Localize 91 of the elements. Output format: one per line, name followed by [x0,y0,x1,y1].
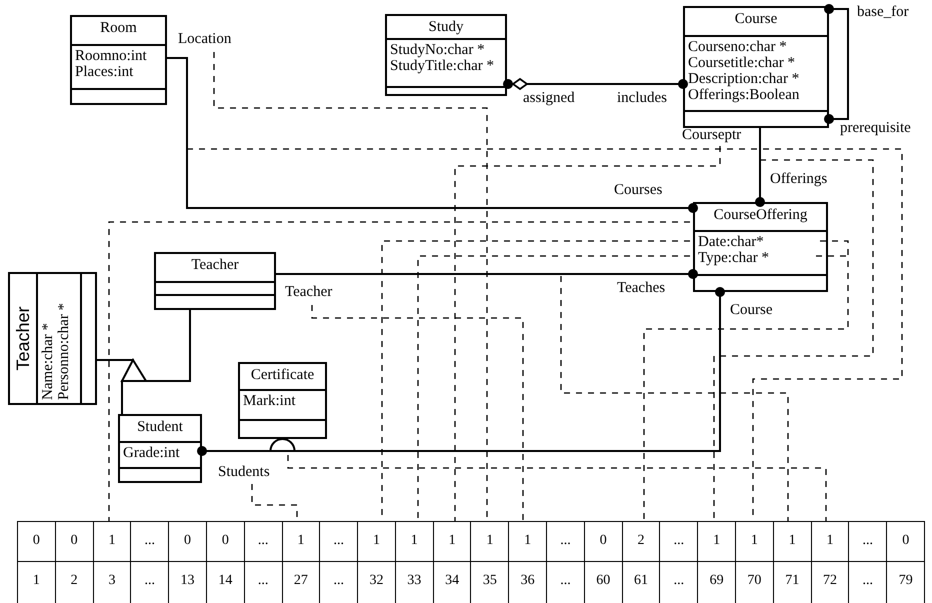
class-name: Teacher [190,256,240,275]
table-cell: 0 [54,521,93,561]
table-cell: 3 [92,561,130,603]
table-cell: 79 [886,561,926,603]
association-line [755,128,765,207]
table-cell: ... [546,561,584,603]
attribute-list: Courseno:char * Coursetitle:char * Description:char * Offerings:Boolean [685,35,827,110]
attribute-list: Roomno:int Places:int [72,44,165,88]
role-label: base_for [857,4,909,20]
table-cell: 1 [357,521,395,561]
table-cell: 2 [622,521,660,561]
table-cell: 70 [735,561,773,603]
table-cell: 71 [772,561,811,603]
table-cell: ... [130,561,168,603]
table-cell: 1 [772,521,811,561]
attribute-list: Date:char* Type:char * [695,230,826,274]
class-box [693,202,828,292]
association-line [276,269,698,279]
association-line [197,287,725,456]
table-cell: 1 [735,521,773,561]
table-cell: 33 [394,561,433,603]
association-line [167,57,698,213]
role-label: Courseptr [682,127,742,143]
table-cell: 0 [17,521,55,561]
table-cell: 0 [584,521,622,561]
table-cell: ... [546,521,584,561]
role-label: Teaches [617,280,666,296]
role-label: prerequisite [840,120,911,136]
class-name: Room [99,19,138,38]
table-cell: ... [319,561,358,603]
table-cell: ... [659,521,698,561]
table-cell: 36 [508,561,546,603]
table-cell: 1 [508,521,546,561]
table-cell: 1 [92,521,130,561]
class-box [683,6,829,128]
class-box [154,252,276,310]
table-cell: ... [244,521,282,561]
table-cell: ... [848,561,886,603]
role-label: assigned [523,90,575,106]
table-cell: 61 [622,561,660,603]
inheritance-arrow [120,358,148,382]
association-class-arc [270,438,296,452]
table-cell: ... [659,561,698,603]
table-cell: 2 [54,561,93,603]
table-cell: 1 [432,521,470,561]
table-cell: 60 [584,561,622,603]
class-box [118,414,202,483]
class-name: CourseOffering [712,206,808,225]
role-label: includes [617,90,667,106]
class-name: Course [734,10,778,29]
class-box [238,362,327,439]
table-cell: 35 [470,561,508,603]
table-cell: 0 [206,521,244,561]
table-cell: 0 [168,521,206,561]
table-cell: 72 [810,561,848,603]
class-name: Teacher [12,305,34,373]
class-box [385,14,507,96]
table-cell: 32 [357,561,395,603]
table-cell: ... [244,561,282,603]
table-cell: 14 [206,561,244,603]
table-cell: 27 [282,561,320,603]
class-name: Study [427,18,464,37]
class-box [70,15,167,105]
role-label: Courses [614,182,662,198]
table-cell: 1 [810,521,848,561]
class-box [8,272,97,405]
table-cell: 1 [697,521,735,561]
table-cell: 69 [697,561,735,603]
class-name: Certificate [250,366,316,385]
table-cell: 1 [282,521,320,561]
table-cell: 1 [470,521,508,561]
role-label: Offerings [770,171,828,187]
table-cell: ... [848,521,886,561]
table-cell: ... [130,521,168,561]
attribute-list: StudyNo:char * StudyTitle:char * [387,38,505,86]
table-cell: 34 [432,561,470,603]
table-cell: ... [319,521,358,561]
table-cell: 1 [17,561,55,603]
association-line [824,4,849,124]
table-cell: 13 [168,561,206,603]
attribute-list: Grade:int [120,441,200,467]
role-label: Course [730,302,772,318]
table-cell: 0 [886,521,926,561]
role-label: Location [178,31,232,47]
attribute-list: Name:char * Personno:char * [36,274,80,403]
role-label: Students [218,464,270,480]
role-label: Teacher [285,284,332,300]
class-name: Student [136,418,184,437]
attribute-list: Mark:int [240,389,325,419]
association-line [502,78,688,90]
table-cell: 1 [394,521,433,561]
